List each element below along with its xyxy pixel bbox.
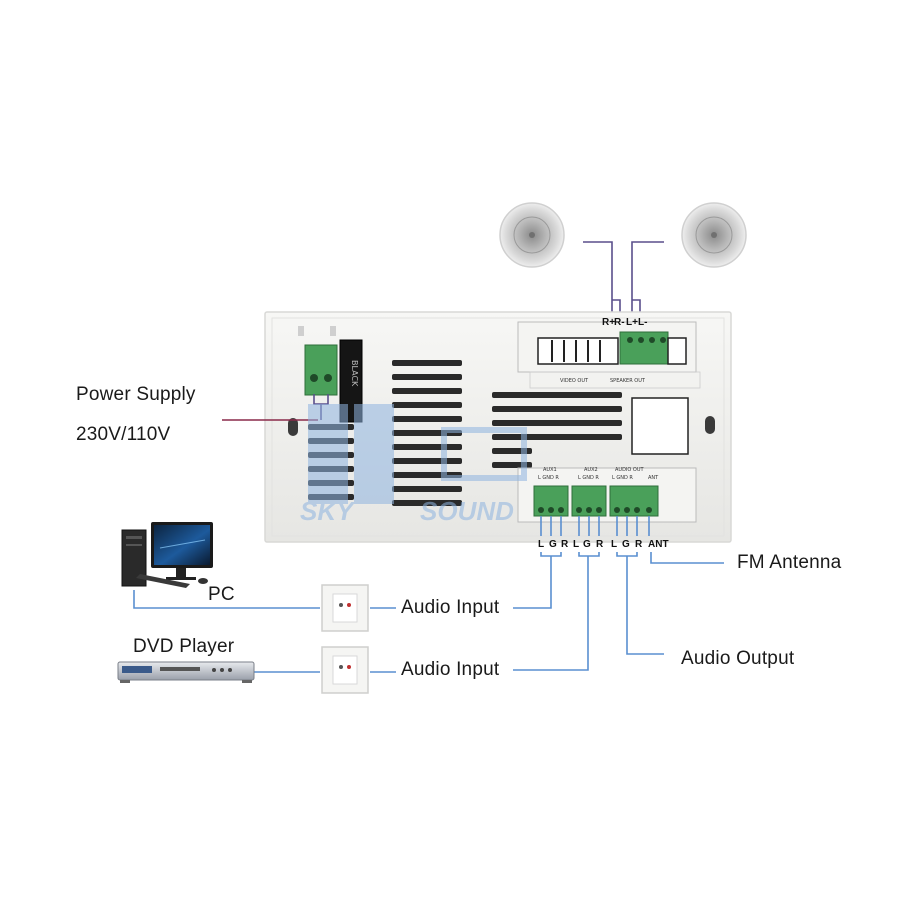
pin-aux2-g: G xyxy=(583,539,591,550)
pin-aux1-g: G xyxy=(549,539,557,550)
aux2-block-label: AUX2 xyxy=(584,467,598,473)
aux1-block-label: AUX1 xyxy=(543,467,557,473)
aux1-sub-label: L GND R xyxy=(538,475,559,481)
speaker-wires xyxy=(583,241,664,312)
pc-icon xyxy=(121,522,213,588)
power-supply-label: Power Supply xyxy=(76,384,196,405)
dvd-player-label: DVD Player xyxy=(133,636,235,657)
speaker-out-strip-label: SPEAKER OUT xyxy=(610,378,646,384)
watermark-word-1: SKY xyxy=(300,496,356,526)
antenna-module xyxy=(631,397,689,455)
pin-ant: ANT xyxy=(648,539,669,550)
power-block-mark: BLACK xyxy=(350,360,359,387)
vent-slots-right xyxy=(492,392,622,468)
voltage-label: 230V/110V xyxy=(76,424,171,445)
pin-aux2-l: L xyxy=(573,539,579,550)
right-speaker-icon xyxy=(681,202,747,268)
watermark: SKY SOUND xyxy=(300,404,527,526)
power-terminal xyxy=(304,339,363,423)
audio-out-sub-label: L GND R xyxy=(612,475,633,481)
audio-out-block-label: AUDIO OUT xyxy=(615,467,645,473)
pin-aux1-r: R xyxy=(561,539,569,550)
pin-l-minus: L- xyxy=(638,317,647,328)
pin-l-plus: L+ xyxy=(626,317,638,328)
pin-r-minus: R- xyxy=(614,317,625,328)
audio-input-label-2: Audio Input xyxy=(401,659,500,680)
dvd-player-icon xyxy=(117,661,255,683)
pin-r-plus: R+ xyxy=(602,317,615,328)
speaker-out-module xyxy=(517,321,697,373)
video-out-strip-label: VIDEO OUT xyxy=(560,378,589,384)
bottom-terminals xyxy=(533,485,659,517)
aux2-sub-label: L GND R xyxy=(578,475,599,481)
pin-out-l: L xyxy=(611,539,617,550)
watermark-word-2: SOUND xyxy=(420,496,514,526)
pin-aux1-l: L xyxy=(538,539,544,550)
pin-aux2-r: R xyxy=(596,539,604,550)
pin-out-r: R xyxy=(635,539,643,550)
fm-antenna-label: FM Antenna xyxy=(737,552,842,573)
ant-sub-label: ANT xyxy=(648,475,659,481)
signal-wires xyxy=(133,516,724,673)
pin-out-g: G xyxy=(622,539,630,550)
pc-label: PC xyxy=(208,584,235,605)
audio-input-plate-1 xyxy=(321,584,369,632)
audio-input-plate-2 xyxy=(321,646,369,694)
left-speaker-icon xyxy=(499,202,565,268)
audio-output-label: Audio Output xyxy=(681,648,795,669)
audio-input-label-1: Audio Input xyxy=(401,597,500,618)
